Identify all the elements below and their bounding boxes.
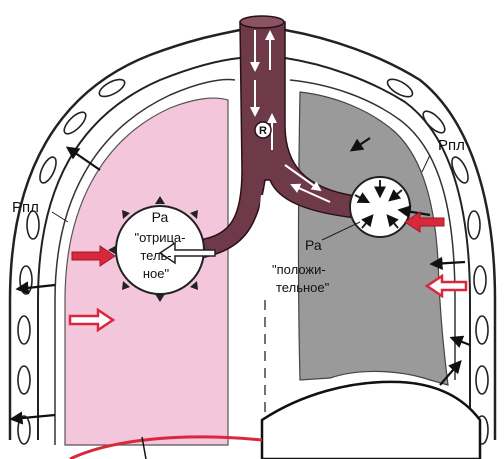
pa-right-label: Ра (305, 237, 322, 253)
pa-left-label: Ра (152, 209, 169, 225)
diaphragm-right (262, 382, 480, 459)
ppl-right-label: Рпл (438, 137, 465, 154)
resistance-label: R (259, 125, 267, 137)
positive-line2: тельное" (276, 280, 330, 295)
negative-line3: ное" (143, 266, 170, 281)
negative-line2: тель- (140, 248, 171, 263)
ppl-right-leader (422, 155, 430, 172)
ppl-left-label: Рпл (12, 199, 39, 216)
trachea-top (240, 16, 284, 28)
negative-line1: "отрица- (134, 230, 185, 245)
positive-line1: "положи- (272, 262, 326, 277)
